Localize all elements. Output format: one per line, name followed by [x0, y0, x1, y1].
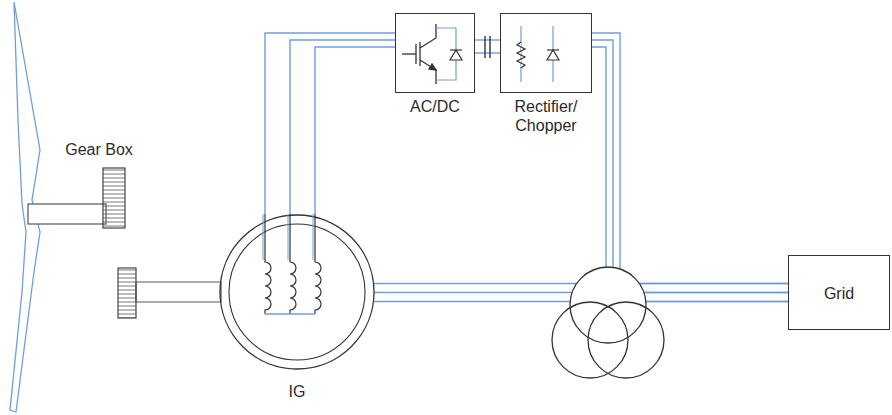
wire: [290, 40, 395, 214]
rotor-lead: [288, 214, 289, 260]
large-gear: [103, 168, 125, 228]
generator-rotor: [229, 224, 365, 360]
igbt-symbol: [402, 24, 436, 84]
node-label: Gear Box: [62, 140, 136, 159]
node-label: Grid: [789, 283, 889, 302]
wire: [315, 47, 395, 214]
diode-symbol: [547, 26, 559, 82]
resistor-symbol: [517, 26, 525, 82]
rotor-coil: [265, 214, 271, 314]
connector: [475, 40, 500, 53]
gearbox-group: Gear Box: [62, 140, 136, 325]
diode-symbol: [436, 28, 462, 80]
generator-outline: [220, 215, 374, 369]
rotor-coil: [315, 214, 321, 314]
capacitor-symbol: [485, 36, 490, 58]
transformer: [552, 267, 664, 378]
rotor-coil: [290, 214, 296, 314]
wire: [592, 47, 788, 302]
rotor-lead: [263, 214, 264, 260]
star-point: [265, 313, 315, 314]
node-graphic: [396, 14, 474, 92]
node-label: Rectifier/ Chopper: [506, 97, 586, 135]
node-label: IG: [289, 382, 306, 401]
wire: [592, 33, 788, 284]
generator-circle: IG: [219, 214, 375, 370]
connector: [136, 282, 221, 302]
wire: [265, 33, 395, 214]
small-gear: [118, 268, 136, 318]
converter-box: AC/DC: [395, 13, 475, 93]
connector: [265, 33, 395, 214]
wire: [592, 40, 788, 293]
node-graphic: [62, 140, 136, 325]
grid-box: Grid: [788, 255, 890, 330]
chopper-box: Rectifier/ Chopper: [500, 13, 592, 93]
wire: [475, 52, 500, 53]
wire: [475, 39, 500, 40]
connector: [592, 33, 788, 302]
node-label: AC/DC: [410, 97, 460, 116]
drive-shaft: [136, 282, 221, 302]
node-graphic: [501, 14, 591, 92]
rotor-lead: [313, 214, 314, 260]
main-shaft: [28, 204, 106, 224]
node-graphic: [219, 214, 375, 370]
